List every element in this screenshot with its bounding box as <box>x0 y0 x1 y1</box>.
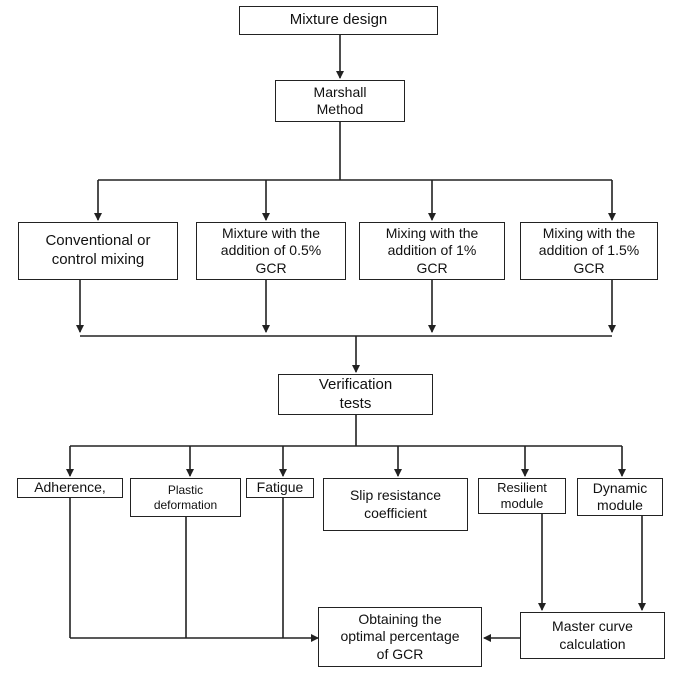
adherence-label: Adherence, <box>34 479 106 496</box>
verification-tests-label: Verification tests <box>318 375 393 412</box>
dynamic-module-label: Dynamic module <box>592 479 648 514</box>
master-curve-box: Master curve calculation <box>520 612 665 659</box>
mixing-15-gcr-label: Mixing with the addition of 1.5% GCR <box>538 224 640 276</box>
conventional-mixing-label: Conventional or control mixing <box>45 232 151 268</box>
mixing-1-gcr-label: Mixing with the addition of 1% GCR <box>385 224 479 276</box>
optimal-gcr-box: Obtaining the optimal percentage of GCR <box>318 607 482 667</box>
dynamic-module-box: Dynamic module <box>577 478 663 516</box>
mixture-design-label: Mixture design <box>289 11 388 29</box>
conventional-mixing-box: Conventional or control mixing <box>18 222 178 280</box>
mixture-design-box: Mixture design <box>239 6 438 35</box>
mixture-05-gcr-box: Mixture with the addition of 0.5% GCR <box>196 222 346 280</box>
optimal-gcr-label: Obtaining the optimal percentage of GCR <box>340 610 460 662</box>
resilient-module-label: Resilient module <box>497 479 547 511</box>
marshall-method-label: Marshall Method <box>313 83 367 118</box>
mixing-1-gcr-box: Mixing with the addition of 1% GCR <box>359 222 505 280</box>
fatigue-box: Fatigue <box>246 478 314 498</box>
mixing-15-gcr-box: Mixing with the addition of 1.5% GCR <box>520 222 658 280</box>
plastic-deformation-label: Plastic deformation <box>153 482 218 512</box>
verification-tests-box: Verification tests <box>278 374 433 415</box>
slip-resistance-box: Slip resistance coefficient <box>323 478 468 531</box>
mixture-05-gcr-label: Mixture with the addition of 0.5% GCR <box>220 224 322 276</box>
master-curve-label: Master curve calculation <box>552 618 633 652</box>
slip-resistance-label: Slip resistance coefficient <box>349 487 442 521</box>
plastic-deformation-box: Plastic deformation <box>130 478 241 517</box>
resilient-module-box: Resilient module <box>478 478 566 514</box>
adherence-box: Adherence, <box>17 478 123 498</box>
marshall-method-box: Marshall Method <box>275 80 405 122</box>
fatigue-label: Fatigue <box>256 479 304 496</box>
